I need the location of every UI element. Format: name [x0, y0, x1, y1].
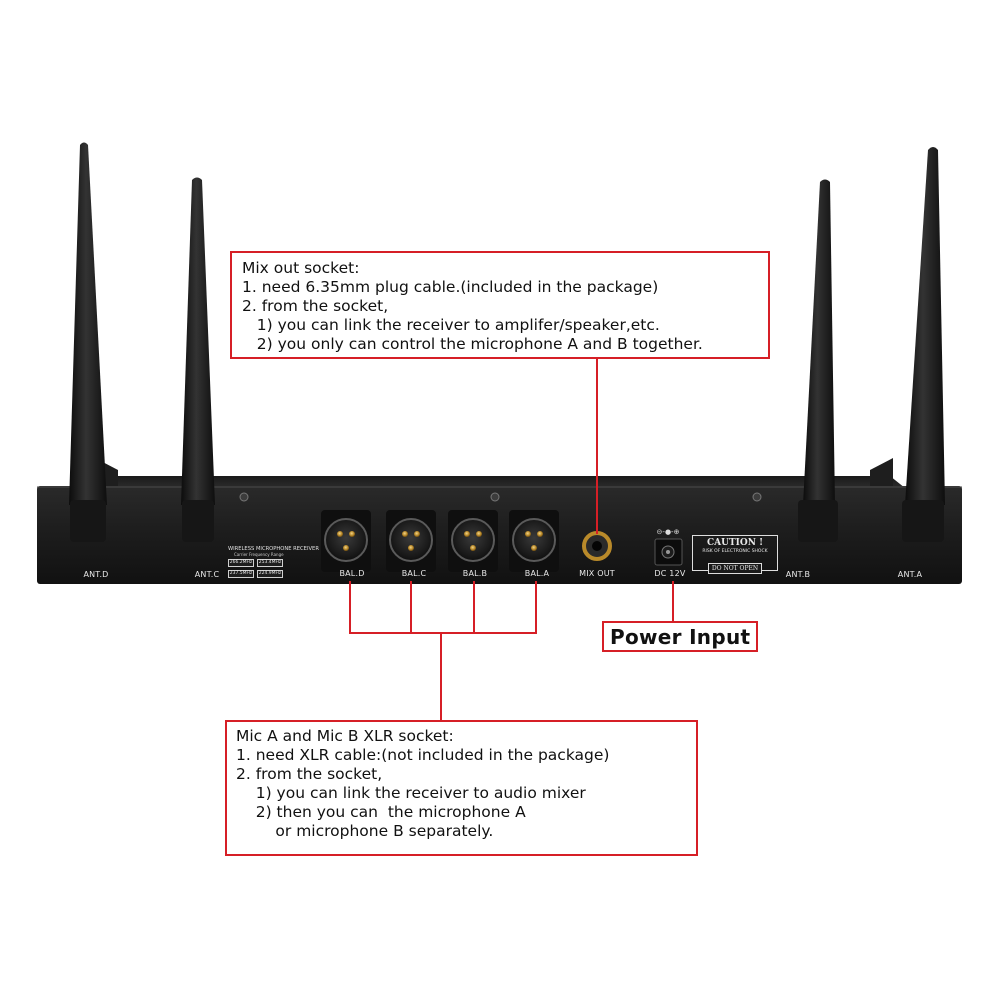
callout-line: 2. from the socket,: [236, 765, 383, 783]
chassis-top: [70, 476, 905, 488]
callout-line: 1. need XLR cable:(not included in the p…: [236, 746, 610, 764]
callout-line: 1. need 6.35mm plug cable.(included in t…: [242, 278, 659, 296]
frequency-cell: 237.5MHz: [228, 570, 254, 578]
antenna-label-c: ANT.C: [194, 570, 220, 579]
antenna-d: [69, 142, 107, 542]
callout-line: Mic A and Mic B XLR socket:: [236, 727, 454, 745]
power-input-callout: Power Input: [602, 621, 758, 652]
xlr-label-b: BAL.B: [462, 569, 488, 578]
dc-power-jack: ⊝-●-⊕: [654, 528, 683, 566]
power-input-text: Power Input: [610, 625, 751, 649]
svg-text:⊝-●-⊕: ⊝-●-⊕: [657, 528, 680, 536]
antenna-label-a: ANT.A: [897, 570, 923, 579]
xlr-socket-b: [448, 510, 498, 572]
dc-label: DC 12V: [654, 569, 686, 578]
callout-line: Mix out socket:: [242, 259, 360, 277]
screw-icon: [239, 492, 249, 502]
mix-out-label: MIX OUT: [579, 569, 615, 578]
frequency-cell: 224.9MHz: [257, 570, 283, 578]
mix-out-jack: [582, 531, 612, 561]
xlr-label-c: BAL.C: [401, 569, 427, 578]
antenna-b: [798, 179, 838, 542]
frequency-cell: 253.4MHz: [257, 559, 283, 567]
xlr-socket-c: [386, 510, 436, 572]
callout-line: 1) you can link the receiver to audio mi…: [236, 784, 586, 802]
screw-icon: [752, 492, 762, 502]
rack-ear-right: [870, 458, 893, 486]
antenna-c: [181, 177, 215, 542]
caution-label: CAUTION ! RISK OF ELECTRONIC SHOCK DO NO…: [692, 535, 778, 574]
receiver-title: WIRELESS MICROPHONE RECEIVER: [228, 546, 319, 552]
frequency-range-label: Carrier Frequency Range: [234, 552, 284, 557]
caution-subtitle: RISK OF ELECTRONIC SHOCK: [702, 549, 768, 554]
antenna-a: [902, 147, 945, 542]
callout-line: 2) then you can the microphone A: [236, 803, 526, 821]
antenna-label-d: ANT.D: [83, 570, 109, 579]
mix-out-callout: Mix out socket: 1. need 6.35mm plug cabl…: [230, 251, 770, 359]
callout-line: 1) you can link the receiver to amplifer…: [242, 316, 660, 334]
xlr-socket-d: [321, 510, 371, 572]
xlr-socket-a: [509, 510, 559, 572]
callout-line: 2. from the socket,: [242, 297, 389, 315]
caution-title: CAUTION !: [706, 538, 764, 548]
xlr-label-a: BAL.A: [524, 569, 550, 578]
frequency-label-box: WIRELESS MICROPHONE RECEIVER Carrier Fre…: [228, 546, 319, 582]
callout-line: 2) you only can control the microphone A…: [242, 335, 703, 353]
xlr-label-d: BAL.D: [339, 569, 365, 578]
antenna-label-b: ANT.B: [785, 570, 811, 579]
xlr-socket-callout: Mic A and Mic B XLR socket: 1. need XLR …: [225, 720, 698, 856]
callout-connectors: [349, 359, 674, 720]
frequency-cell: 266.2MHz: [228, 559, 254, 567]
callout-line: or microphone B separately.: [236, 822, 494, 840]
caution-warning: DO NOT OPEN: [707, 563, 763, 574]
screw-icon: [490, 492, 500, 502]
